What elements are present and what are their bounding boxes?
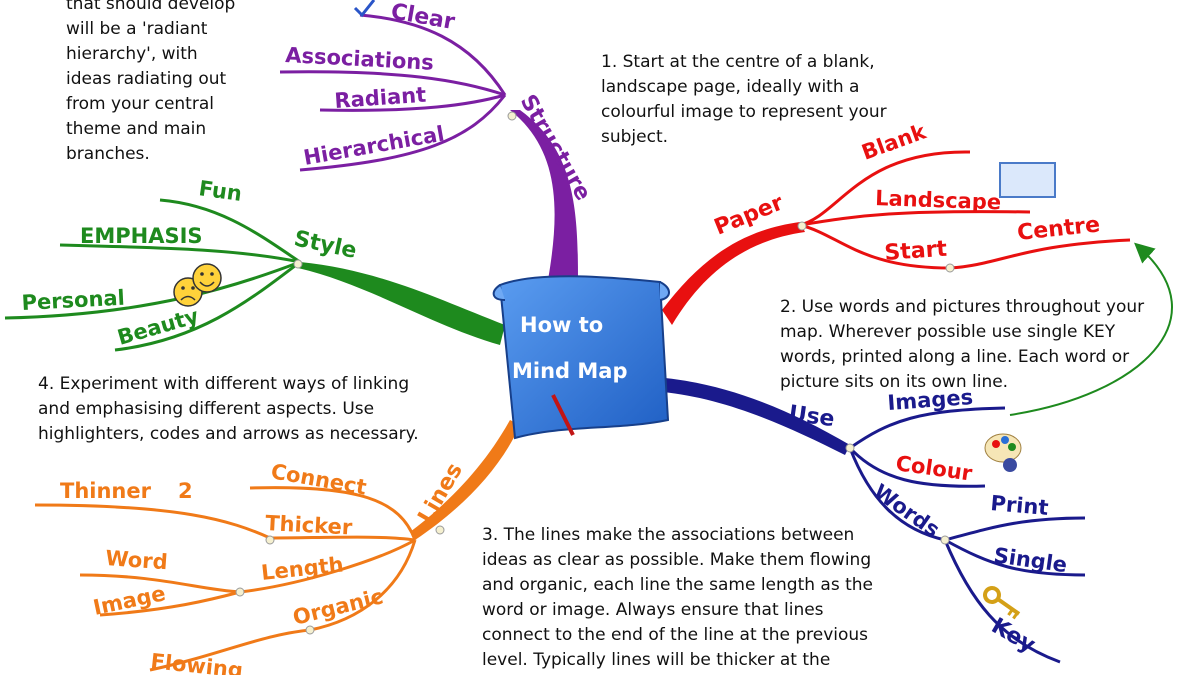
item-thinner: Thinner bbox=[60, 479, 152, 503]
faces-icon bbox=[173, 263, 222, 307]
center-title-line2: Mind Map bbox=[512, 359, 628, 383]
note-step-3: 3. The lines make the associations betwe… bbox=[482, 525, 873, 670]
center-title-line1: How to bbox=[520, 313, 603, 337]
palette-icon bbox=[984, 433, 1022, 472]
key-icon bbox=[983, 586, 1021, 620]
central-image: How to Mind Map bbox=[492, 275, 670, 440]
item-thicker: Thicker bbox=[265, 511, 354, 540]
branch-label-style: Style bbox=[292, 226, 359, 264]
item-start: Start bbox=[884, 237, 949, 266]
item-associations: Associations bbox=[285, 43, 435, 75]
item-hierarchical: Hierarchical bbox=[302, 122, 446, 170]
branch-style: Style Fun EMPHASIS Personal Beauty bbox=[4, 176, 505, 352]
item-image: Image bbox=[91, 581, 168, 620]
item-key: Key bbox=[987, 614, 1039, 659]
item-landscape: Landscape bbox=[875, 186, 1002, 214]
item-single: Single bbox=[992, 543, 1068, 577]
item-emphasis: EMPHASIS bbox=[80, 224, 203, 248]
branch-lines: Lines Connect Thicker Thinner 2 Length W… bbox=[34, 420, 520, 680]
pencil-icon bbox=[551, 394, 575, 436]
item-personal: Personal bbox=[21, 286, 125, 315]
item-print: Print bbox=[990, 491, 1050, 520]
item-word: Word bbox=[105, 546, 169, 574]
item-centre: Centre bbox=[1016, 212, 1101, 246]
item-length: Length bbox=[260, 552, 345, 585]
item-flowing: Flowing bbox=[149, 649, 244, 675]
item-connect: Connect bbox=[269, 459, 368, 499]
note-step-4: 4. Experiment with different ways of lin… bbox=[38, 374, 419, 444]
item-fun: Fun bbox=[197, 176, 243, 206]
item-images: Images bbox=[887, 385, 974, 415]
note-step-2: 2. Use words and pictures throughout you… bbox=[780, 297, 1145, 392]
note-step-1: 1. Start at the centre of a blank, lands… bbox=[601, 52, 887, 147]
rectangle-icon bbox=[999, 162, 1056, 198]
note-radiant-hierarchy: that should develop will be a 'radiant h… bbox=[66, 0, 236, 164]
item-thinner-2: 2 bbox=[178, 479, 193, 503]
checkmark-icon bbox=[353, 0, 376, 18]
item-clear: Clear bbox=[389, 0, 457, 35]
connector-arrow bbox=[1009, 242, 1173, 416]
